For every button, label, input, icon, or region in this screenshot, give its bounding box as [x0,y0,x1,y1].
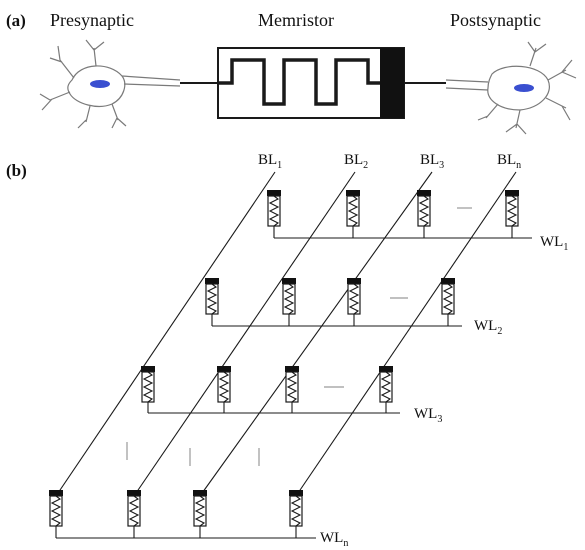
memristor-symbol [180,47,446,119]
wordlines [56,237,532,539]
bitline-n [295,171,517,497]
wordline-label-1: WL1 [540,234,568,253]
panel-b-label: (b) [6,161,27,180]
memristor-cell [127,490,141,538]
postsynaptic-label: Postsynaptic [450,10,541,30]
memristor-label: Memristor [258,10,334,30]
memristor-cell [441,278,455,326]
bitline-label-1: BL1 [258,152,282,171]
bitline-label-n: BLn [497,152,521,171]
memristor-cell [505,190,519,238]
ellipsis-marks [126,207,472,466]
bitline-label-2: BL2 [344,152,368,171]
memristor-cell [346,190,360,238]
memristor-cell [282,278,296,326]
wordline-label-2: WL2 [474,318,502,337]
memristor-cell [267,190,281,238]
panel-a-label: (a) [6,11,26,30]
memristor-cell [217,366,231,413]
memristor-cell [193,490,207,538]
bitline-1 [55,171,276,497]
memristor-cell [347,278,361,326]
presynaptic-label: Presynaptic [50,10,134,30]
bitline-label-3: BL3 [420,152,444,171]
presynaptic-nucleus [90,80,110,88]
memristor-cell [49,490,63,538]
memristor-cell [285,366,299,413]
memristor-cell [289,490,303,538]
memristor-cell [205,278,219,326]
wordline-label-3: WL3 [414,406,442,425]
memristor-cells [49,190,519,538]
memristor-cell [379,366,393,413]
memristor-cell [141,366,155,413]
wordline-label-n: WLn [320,530,348,549]
memristor-cell [417,190,431,238]
bitline-3 [199,171,433,497]
postsynaptic-neuron [445,41,577,135]
bitlines [55,171,517,497]
postsynaptic-nucleus [514,84,534,92]
bitline-2 [133,171,356,497]
